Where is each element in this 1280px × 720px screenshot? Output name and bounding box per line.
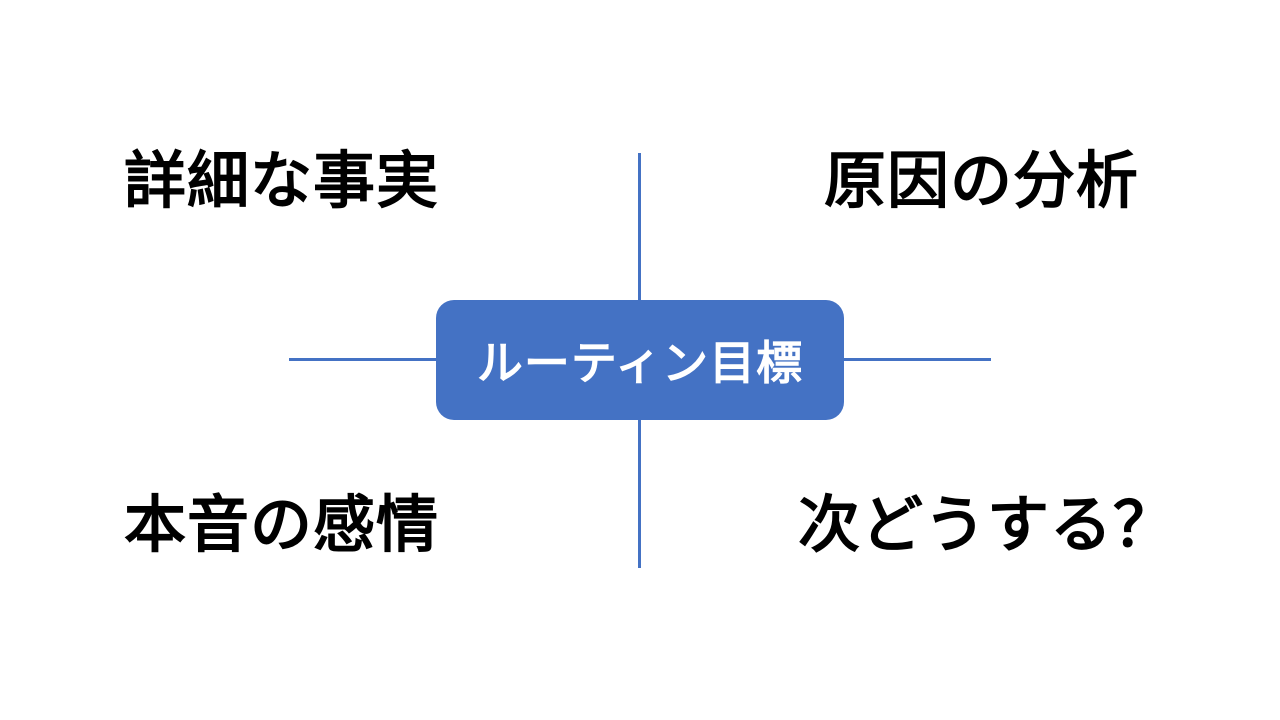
connector-line-left (289, 358, 437, 361)
center-node: ルーティン目標 (436, 300, 844, 420)
quadrant-bottom-left-label: 本音の感情 (124, 488, 440, 561)
center-node-label: ルーティン目標 (476, 336, 804, 390)
connector-line-bottom (638, 420, 641, 568)
quadrant-top-left-label: 詳細な事実 (124, 144, 440, 217)
connector-line-right (843, 358, 991, 361)
connector-line-top (638, 153, 641, 301)
quadrant-bottom-right-label: 次どうする？ (798, 488, 1177, 561)
quadrant-top-right-label: 原因の分析 (824, 144, 1140, 217)
